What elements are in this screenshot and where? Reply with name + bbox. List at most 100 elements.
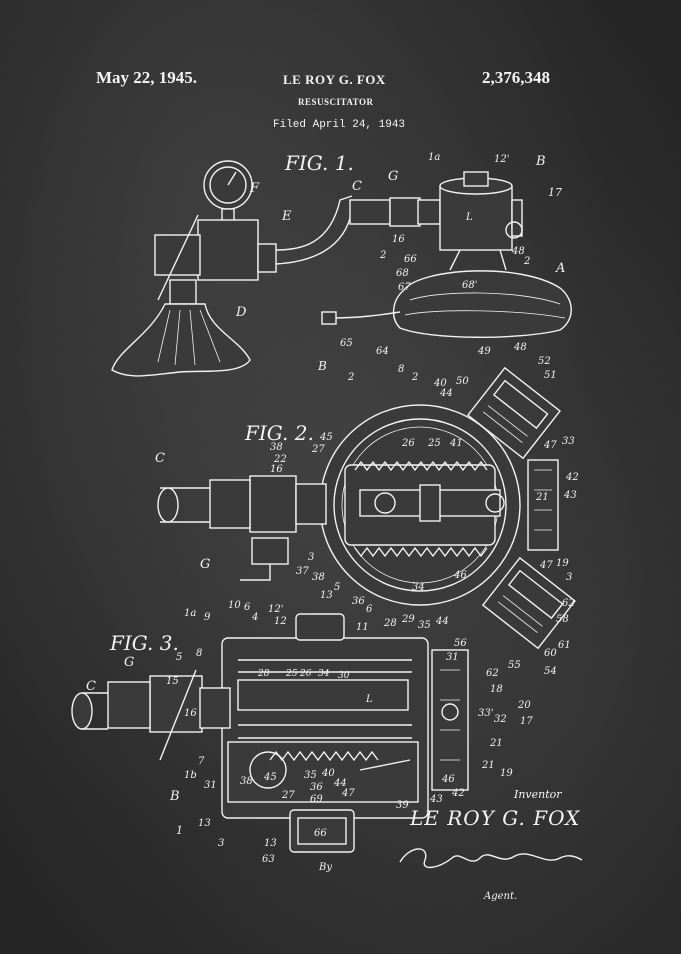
label-fig2-49: 49 xyxy=(477,346,491,357)
label-fig3-43: 43 xyxy=(429,794,443,805)
label-fig3-46: 46 xyxy=(441,774,455,785)
spring-fig3 xyxy=(269,750,379,762)
label-fig3-1b: 1b xyxy=(184,770,197,781)
label-fig2-50: 50 xyxy=(456,376,469,387)
fig1-label: FIG. 1. xyxy=(284,151,354,175)
label-fig2-54: 54 xyxy=(544,666,557,677)
label-fig2-2b: 2 xyxy=(411,372,418,383)
fig2-label: FIG. 2. xyxy=(244,421,314,445)
patent-date: May 22, 1945. xyxy=(96,68,198,87)
label-fig2-28: 28 xyxy=(383,618,397,629)
label-fig2-22: 22 xyxy=(273,454,287,465)
label-fig3-13b: 13 xyxy=(264,838,277,849)
label-fig1-A: A xyxy=(555,261,565,276)
label-fig1-68p: 68' xyxy=(462,280,477,291)
agent-label: Agent. xyxy=(484,891,518,902)
label-fig3-63: 63 xyxy=(262,854,275,865)
label-fig1-12p: 12' xyxy=(494,154,509,165)
label-fig2-3b: 3 xyxy=(566,572,572,583)
label-fig3-17: 17 xyxy=(520,716,533,727)
regulator-body xyxy=(197,219,259,281)
label-fig3-11: 11 xyxy=(356,622,369,633)
label-fig2-45: 45 xyxy=(319,432,333,443)
label-fig3-44: 44 xyxy=(333,778,347,789)
label-fig3-L: L xyxy=(365,694,373,705)
label-fig3-21a: 21 xyxy=(489,738,503,749)
label-fig2-40: 40 xyxy=(433,378,447,389)
label-fig3-39: 39 xyxy=(396,800,409,811)
label-fig3-33p: 33' xyxy=(478,708,493,719)
label-fig3-12p: 12' xyxy=(268,604,283,615)
label-fig3-20: 20 xyxy=(517,700,531,711)
label-fig3-19: 19 xyxy=(500,768,513,779)
label-fig3-25: 25 xyxy=(285,669,298,679)
label-fig2-G: G xyxy=(200,557,210,572)
label-fig3-69: 69 xyxy=(310,794,323,805)
face-mask xyxy=(393,270,572,338)
label-fig2-56: 56 xyxy=(454,638,467,649)
exhalation-valve-lower xyxy=(481,556,576,650)
label-fig2-C: C xyxy=(155,451,165,466)
oxygen-cylinder-valve xyxy=(111,303,251,377)
label-fig3-18: 18 xyxy=(490,684,503,695)
label-fig1-65: 65 xyxy=(340,338,353,349)
label-fig1-17: 17 xyxy=(548,186,562,199)
label-fig1-L: L xyxy=(465,212,473,223)
inventor-signature-name: LE ROY G. FOX xyxy=(410,806,581,830)
label-fig2-5: 5 xyxy=(334,582,340,593)
label-fig2-41: 41 xyxy=(449,438,463,449)
label-fig2-61: 61 xyxy=(558,640,571,651)
label-fig2-44: 44 xyxy=(439,388,453,399)
label-fig3-C: C xyxy=(86,679,96,694)
label-fig2-2a: 2 xyxy=(347,372,354,383)
label-fig1-C: C xyxy=(352,179,362,194)
by-label: By xyxy=(319,862,332,873)
fig2-drawing: FIG. 2. xyxy=(155,342,579,679)
label-fig3-21b: 21 xyxy=(481,760,495,771)
label-fig2-60: 60 xyxy=(544,648,557,659)
label-fig2-6: 6 xyxy=(366,604,373,615)
label-fig3-1: 1 xyxy=(176,824,183,837)
valve-head xyxy=(439,185,513,251)
label-fig1-16: 16 xyxy=(392,234,405,245)
label-fig1-2b: 2 xyxy=(523,256,530,267)
label-fig3-3: 3 xyxy=(218,838,224,849)
label-fig2-36: 36 xyxy=(352,596,365,607)
label-fig2-62b: 62 xyxy=(486,668,499,679)
label-fig3-31b: 31 xyxy=(204,780,217,791)
label-fig2-21: 21 xyxy=(535,492,549,503)
label-fig3-45: 45 xyxy=(263,772,277,783)
label-fig3-28: 28 xyxy=(257,669,270,679)
label-fig3-30: 30 xyxy=(338,671,350,681)
inventor-label: Inventor xyxy=(514,788,562,801)
label-fig2-58: 58 xyxy=(556,614,569,625)
patent-number: 2,376,348 xyxy=(482,68,550,87)
label-fig2-26: 26 xyxy=(401,438,415,449)
label-fig2-48: 48 xyxy=(513,342,527,353)
inventor-name-header: LE ROY G. FOX xyxy=(283,72,386,87)
label-fig3-32: 32 xyxy=(494,714,507,725)
label-fig1-G: G xyxy=(388,169,398,184)
exhalation-valve-upper xyxy=(466,366,561,460)
label-fig2-44b: 44 xyxy=(435,616,449,627)
label-fig3-40: 40 xyxy=(321,768,335,779)
label-fig3-G: G xyxy=(124,655,134,670)
label-fig3-16: 16 xyxy=(184,708,197,719)
label-fig2-8: 8 xyxy=(398,364,404,375)
label-fig3-10: 10 xyxy=(228,600,241,611)
label-fig2-46: 46 xyxy=(453,570,467,581)
label-fig2-52: 52 xyxy=(538,356,551,367)
fig3-drawing: FIG. 3. 1a 9 10 6 xyxy=(71,600,533,865)
label-fig2-62a: 62 xyxy=(562,598,575,609)
label-fig3-13a: 13 xyxy=(198,818,211,829)
label-fig3-38: 38 xyxy=(240,776,253,787)
label-fig3-34: 34 xyxy=(318,669,330,679)
label-fig2-3a: 3 xyxy=(308,552,314,563)
label-fig2-47b: 47 xyxy=(539,560,553,571)
label-fig2-42: 42 xyxy=(565,472,579,483)
label-fig3-4: 4 xyxy=(251,612,258,623)
label-fig2-47: 47 xyxy=(543,440,557,451)
label-fig2-51: 51 xyxy=(544,370,557,381)
label-fig1-2a: 2 xyxy=(379,250,386,261)
fig3-label: FIG. 3. xyxy=(109,631,179,655)
